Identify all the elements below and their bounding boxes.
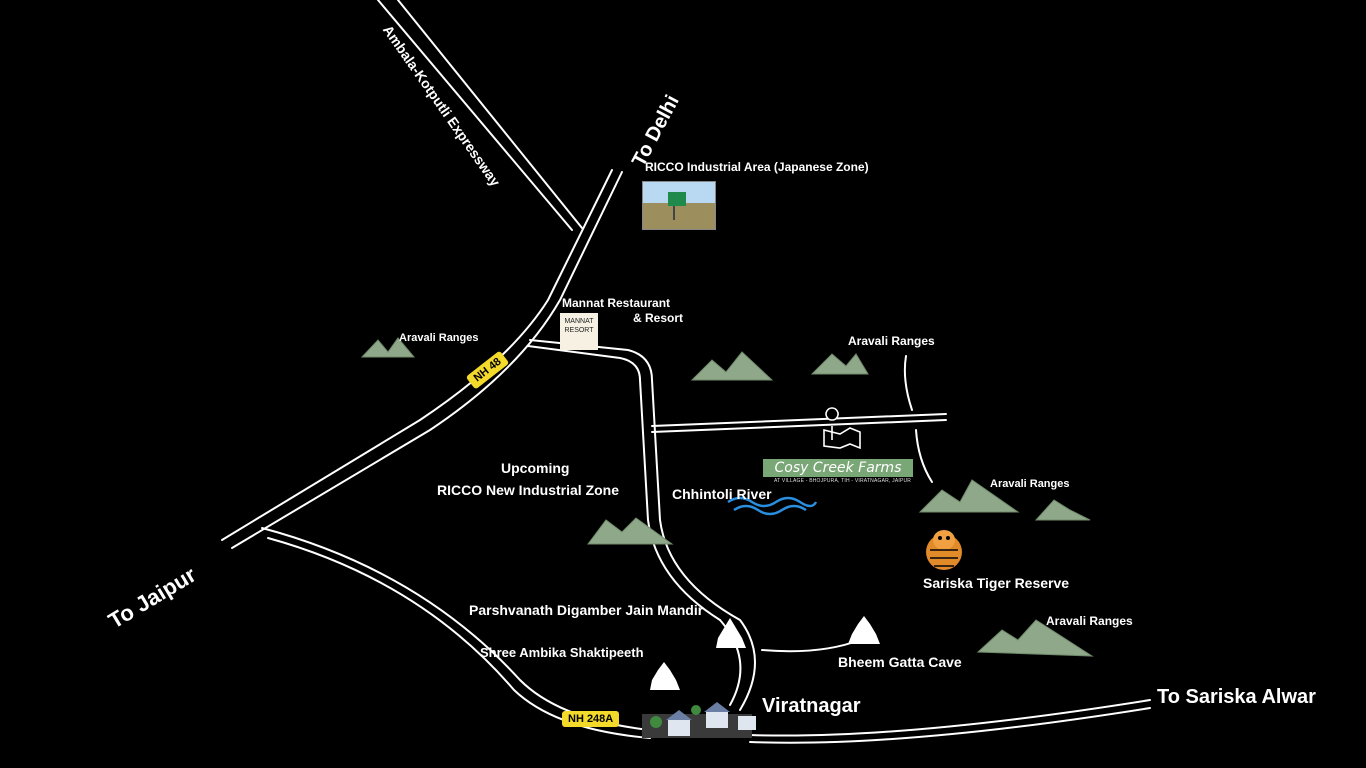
nh48-line-b xyxy=(231,171,623,549)
river-waves-icon xyxy=(727,496,818,516)
jain-mandir-label: Parshvanath Digamber Jain Mandir xyxy=(469,602,704,618)
farm-road-a xyxy=(651,413,947,427)
industrial-photo xyxy=(642,181,716,230)
bheem-road xyxy=(761,639,861,653)
resort-logo-icon: MANNAT RESORT xyxy=(560,313,598,350)
tiger-icon xyxy=(926,530,962,570)
farm-road-b xyxy=(651,419,947,433)
ricco-industrial-label: RICCO Industrial Area (Japanese Zone) xyxy=(645,160,869,174)
north-road xyxy=(903,355,913,411)
ambika-label: Shree Ambika Shaktipeeth xyxy=(480,645,644,660)
nh248a-line-b xyxy=(267,537,651,739)
expressway-line-a xyxy=(377,0,573,231)
aravali-label-4: Aravali Ranges xyxy=(1046,614,1133,628)
link-road-b xyxy=(529,339,756,711)
map-pin-icon xyxy=(823,407,861,450)
farm-name-label: Cosy Creek Farms xyxy=(763,459,913,477)
nh248a-badge: NH 248A xyxy=(562,711,620,727)
aravali-label-2: Aravali Ranges xyxy=(848,334,935,348)
mountain-icon xyxy=(360,337,416,358)
viratnagar-label: Viratnagar xyxy=(762,695,861,717)
sariska-road-b xyxy=(749,707,1151,744)
nh248a-line-a xyxy=(261,527,651,731)
bheem-cave-label: Bheem Gatta Cave xyxy=(838,654,962,670)
mountain-icon xyxy=(587,517,674,545)
upcoming-label-line1: Upcoming xyxy=(501,460,570,476)
mountain-icon xyxy=(918,479,1020,513)
expressway-line-b xyxy=(397,0,583,229)
mountain-icon xyxy=(690,351,774,381)
village-icon xyxy=(642,702,756,738)
mannat-label-line2: & Resort xyxy=(633,311,684,325)
mannat-label-line1: Mannat Restaurant xyxy=(562,296,671,310)
mountain-icon xyxy=(810,353,869,375)
mountain-icon xyxy=(1034,499,1091,521)
mountain-icon xyxy=(976,619,1094,657)
link-road-a xyxy=(527,345,721,621)
temple-icon xyxy=(716,618,746,648)
temple-icon xyxy=(848,616,880,644)
river-label: Chhintoli River xyxy=(672,486,772,502)
east-road xyxy=(915,429,933,483)
sariska-road-a xyxy=(749,699,1151,737)
farm-address-label: AT VILLAGE - BHOJPURA, TIH - VIRATNAGAR,… xyxy=(774,478,912,484)
aravali-label-1: Aravali Ranges xyxy=(399,332,479,344)
aravali-label-3: Aravali Ranges xyxy=(990,478,1070,490)
tiger-reserve-label: Sariska Tiger Reserve xyxy=(923,575,1070,591)
to-sariska-label: To Sariska Alwar xyxy=(1157,686,1316,708)
temple-icon xyxy=(650,662,680,690)
upcoming-label-line2: RICCO New Industrial Zone xyxy=(437,482,620,498)
